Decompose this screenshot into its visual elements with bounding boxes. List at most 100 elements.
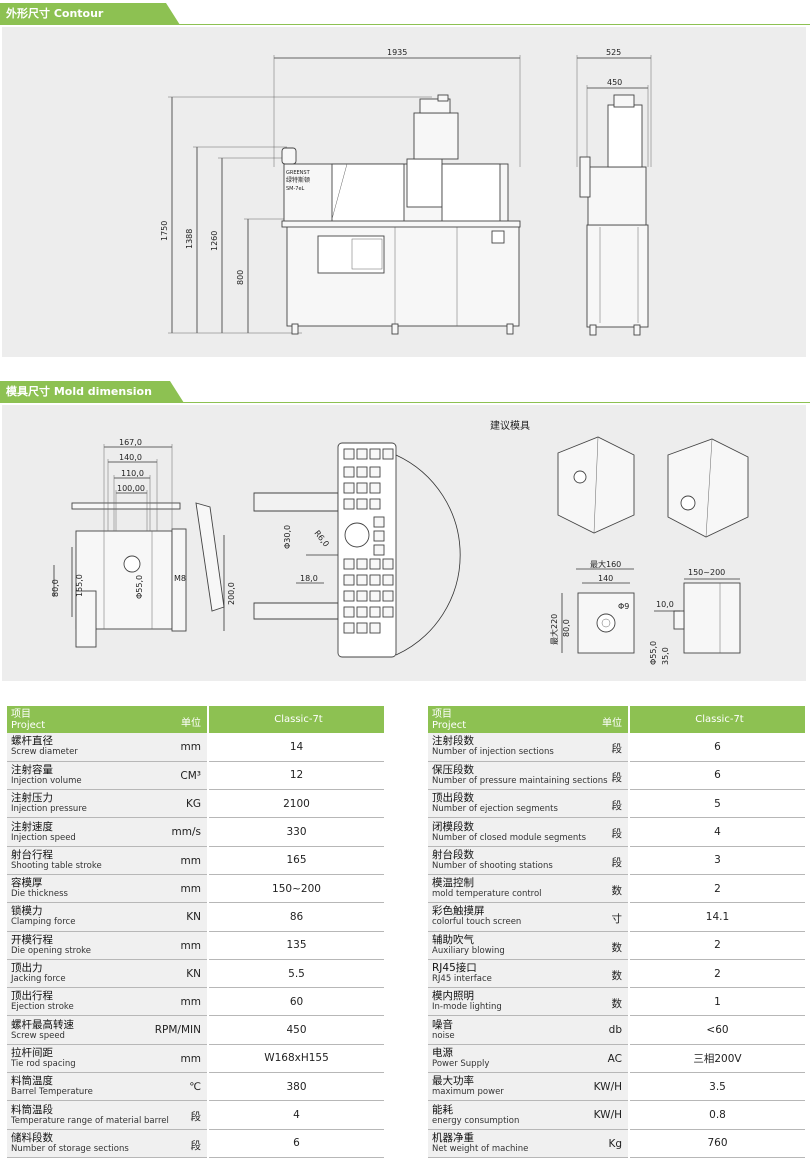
svg-text:最大220: 最大220 xyxy=(549,614,559,645)
row-unit: mm xyxy=(180,882,201,895)
row-name-cn: 注射段数 xyxy=(432,735,474,748)
svg-text:140,0: 140,0 xyxy=(119,453,142,462)
header-project-cn: 项目 xyxy=(432,708,452,720)
row-name-cn: RJ45接口 xyxy=(432,962,477,975)
row-value: 0.8 xyxy=(628,1100,805,1130)
row-unit: KN xyxy=(186,911,201,924)
row-name-cn: 闭模段数 xyxy=(432,820,474,833)
platen-drawing xyxy=(71,502,225,648)
row-name-en: Power Supply xyxy=(432,1058,490,1069)
row-name-en: Die opening stroke xyxy=(11,945,92,956)
row-name-en: Injection pressure xyxy=(11,804,87,815)
row-name-en: noise xyxy=(432,1030,455,1041)
dim-1388: 1388 xyxy=(185,229,194,249)
row-name-cn: 最大功率 xyxy=(432,1075,474,1088)
svg-text:GREENST: GREENST xyxy=(286,170,311,176)
dim-1260: 1260 xyxy=(210,231,219,251)
row-unit: KG xyxy=(185,798,201,811)
row-unit: 数 xyxy=(611,884,623,897)
dim-1750: 1750 xyxy=(160,221,169,241)
row-unit: 段 xyxy=(190,1111,202,1124)
suggested-mold-label: 建议模具 xyxy=(490,419,530,432)
row-name-cn: 射台段数 xyxy=(432,848,474,861)
row-unit: mm xyxy=(180,854,201,867)
row-value: 14.1 xyxy=(628,902,805,932)
row-value: W168xH155 xyxy=(207,1044,384,1074)
row-unit: RPM/MIN xyxy=(154,1024,201,1037)
row-name-cn: 注射速度 xyxy=(11,820,53,833)
row-name-en: Temperature range of material barrel xyxy=(11,1115,169,1126)
machine-side-view xyxy=(579,94,649,336)
row-value: 5.5 xyxy=(207,959,384,989)
nozzle-pad-drawing xyxy=(253,442,461,658)
svg-text:150~200: 150~200 xyxy=(688,568,725,577)
svg-text:140: 140 xyxy=(598,574,613,583)
svg-text:Φ55,0: Φ55,0 xyxy=(135,575,144,599)
header-unit: 单位 xyxy=(181,718,201,729)
row-value: 450 xyxy=(207,1015,384,1045)
row-value: 3 xyxy=(628,846,805,875)
row-name-cn: 电源 xyxy=(432,1046,453,1059)
row-value: 3.5 xyxy=(628,1072,805,1102)
row-name-cn: 注射容量 xyxy=(11,763,53,776)
row-name-en: colorful touch screen xyxy=(432,917,522,928)
header-model: Classic-7t xyxy=(207,706,384,733)
svg-text:Φ30,0: Φ30,0 xyxy=(283,525,292,549)
row-name-cn: 射台行程 xyxy=(11,848,53,861)
row-name-cn: 顶出行程 xyxy=(11,990,53,1003)
mold-section-bar: 模具尺寸 Mold dimension xyxy=(0,381,810,403)
row-unit: KW/H xyxy=(593,1081,622,1094)
mold-front-view xyxy=(577,592,635,654)
header-unit: 单位 xyxy=(602,718,622,729)
row-name-en: maximum power xyxy=(432,1087,504,1098)
row-unit: 段 xyxy=(611,800,623,813)
dim-800: 800 xyxy=(236,270,245,285)
svg-text:R6,0: R6,0 xyxy=(312,529,330,549)
row-name-en: mold temperature control xyxy=(432,889,542,900)
row-value: 2 xyxy=(628,874,805,904)
svg-text:绿特斯顿: 绿特斯顿 xyxy=(286,176,310,184)
row-unit: KW/H xyxy=(593,1109,622,1122)
contour-section-bar: 外形尺寸 Contour dimension xyxy=(0,3,810,42)
row-name-en: Jacking force xyxy=(11,974,66,985)
row-unit: db xyxy=(608,1024,622,1037)
row-value: 6 xyxy=(628,761,805,791)
contour-panel: 1935 1750 1388 1260 800 xyxy=(2,27,806,357)
row-value: 86 xyxy=(207,902,384,932)
dim-525: 525 xyxy=(606,48,621,57)
row-unit: 段 xyxy=(611,828,623,841)
row-name-en: Net weight of machine xyxy=(432,1143,529,1154)
row-unit: mm xyxy=(180,939,201,952)
